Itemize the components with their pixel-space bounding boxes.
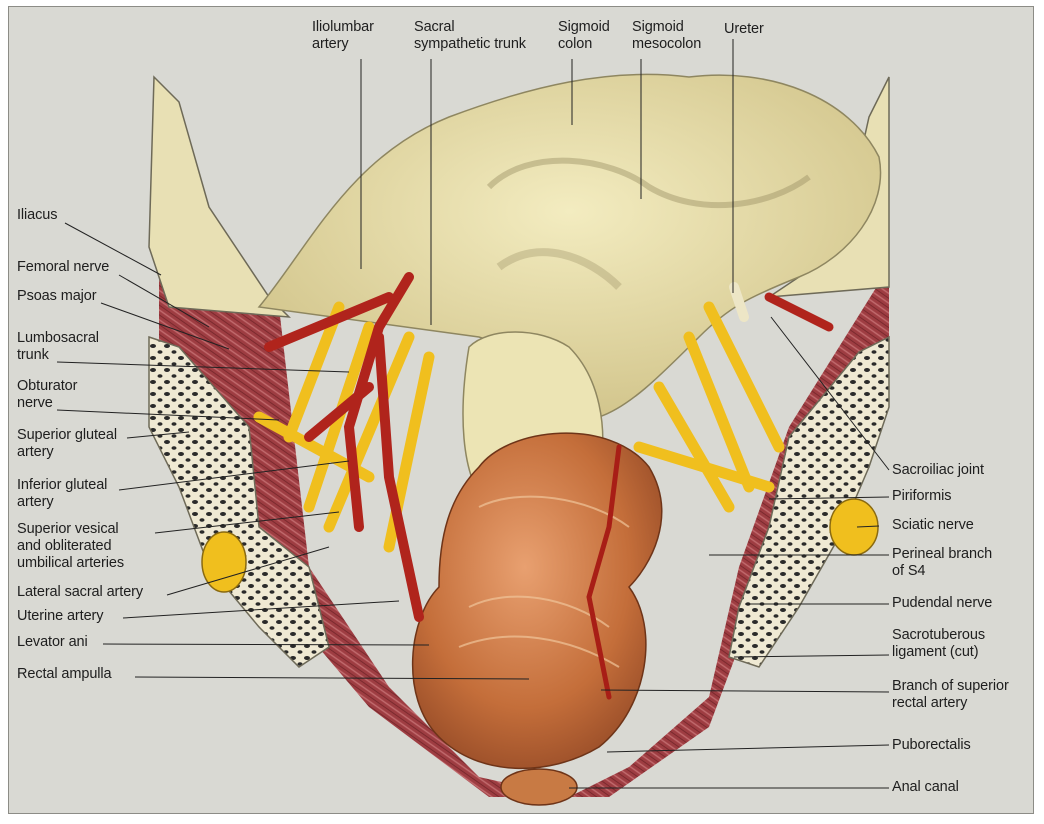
superior-rectal-artery	[586, 444, 622, 700]
label-sigmoid-mesocolon: Sigmoid mesocolon	[632, 19, 702, 52]
label-pudendal-nerve: Pudendal nerve	[892, 595, 993, 611]
label-obturator-nerve: Obturator nerve	[17, 378, 78, 411]
label-sigmoid-colon: Sigmoid colon	[558, 19, 610, 52]
sciatic-nerve-stumps	[201, 498, 879, 593]
pelvic-wall-muscle	[159, 257, 889, 797]
label-levator-ani: Levator ani	[17, 634, 88, 650]
label-sacroiliac-joint: Sacroiliac joint	[892, 462, 984, 478]
anal-canal	[500, 768, 578, 806]
label-psoas-major: Psoas major	[17, 288, 97, 304]
label-uterine-artery: Uterine artery	[17, 608, 104, 624]
label-ureter: Ureter	[724, 21, 764, 37]
label-sacral-sympathetic-trunk: Sacral sympathetic trunk	[414, 19, 526, 52]
label-lumbosacral-trunk: Lumbosacral trunk	[17, 330, 99, 363]
sigmoid-mesocolon	[257, 73, 882, 418]
sacral-plexus-nerves-right	[633, 301, 785, 513]
iliac-artery-right	[764, 292, 834, 332]
figure-frame: Iliolumbar artery Sacral sympathetic tru…	[8, 6, 1034, 814]
internal-iliac-arteries	[264, 272, 424, 622]
label-branch-superior-rectal-artery: Branch of superior rectal artery	[892, 678, 1009, 711]
label-iliacus: Iliacus	[17, 207, 58, 223]
ureter-tube	[729, 282, 749, 322]
label-piriformis: Piriformis	[892, 488, 952, 504]
label-inferior-gluteal-artery: Inferior gluteal artery	[17, 477, 108, 510]
label-rectal-ampulla: Rectal ampulla	[17, 666, 112, 682]
leader-lines	[56, 39, 890, 789]
label-perineal-branch-s4: Perineal branch of S4	[892, 546, 993, 579]
label-anal-canal: Anal canal	[892, 779, 959, 795]
label-iliolumbar-artery: Iliolumbar artery	[312, 19, 374, 52]
label-sciatic-nerve: Sciatic nerve	[892, 517, 974, 533]
rectal-ampulla	[412, 432, 663, 770]
hip-bone-left	[148, 335, 330, 668]
label-sacrotuberous-ligament: Sacrotuberous ligament (cut)	[892, 627, 986, 660]
label-superior-vesical-arteries: Superior vesical and obliterated umbilic…	[17, 521, 124, 571]
pelvis-illustration	[56, 39, 890, 806]
iliac-wing-left	[148, 75, 291, 318]
label-superior-gluteal-artery: Superior gluteal artery	[17, 427, 117, 460]
label-puborectalis: Puborectalis	[892, 737, 971, 753]
label-lateral-sacral-artery: Lateral sacral artery	[17, 584, 144, 600]
hip-bone-right	[728, 335, 890, 668]
label-femoral-nerve: Femoral nerve	[17, 259, 110, 275]
